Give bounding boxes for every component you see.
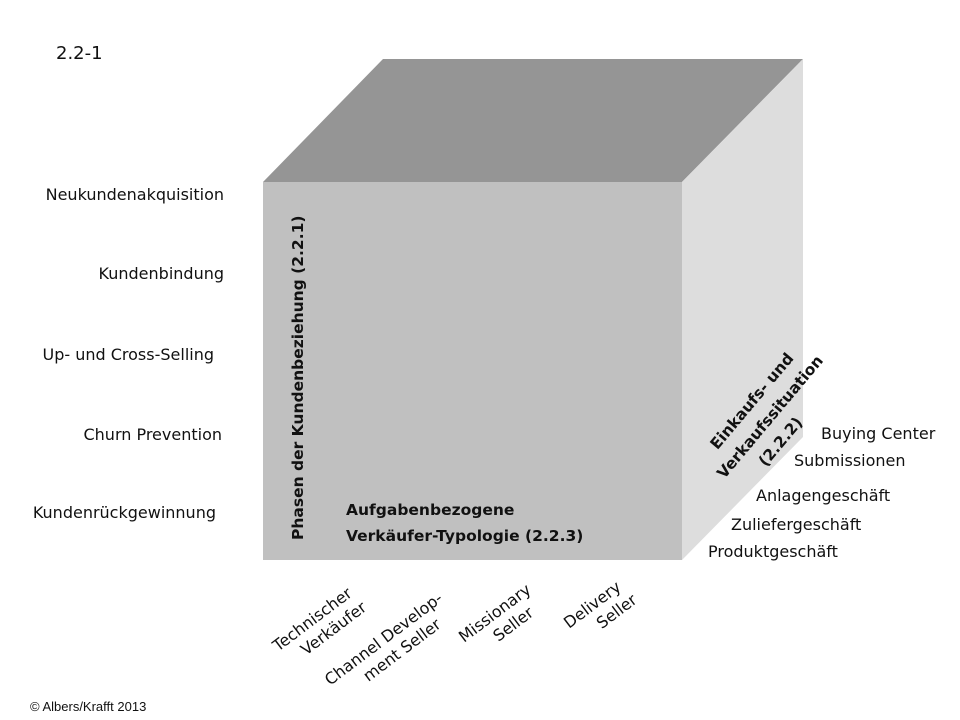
situation-item: Anlagengeschäft <box>756 486 890 505</box>
phases-axis-title: Phasen der Kundenbeziehung (2.2.1) <box>289 216 307 540</box>
seller-types-title-line: Verkäufer-Typologie (2.2.3) <box>346 527 583 545</box>
situation-item: Produktgeschäft <box>708 542 838 561</box>
phase-item: Up- und Cross-Selling <box>42 345 214 364</box>
cube-top-face <box>263 59 803 182</box>
situation-item: Zuliefergeschäft <box>731 515 861 534</box>
phase-item: Churn Prevention <box>83 425 222 444</box>
phase-item: Kundenbindung <box>99 264 224 283</box>
situation-item: Buying Center <box>821 424 936 443</box>
seller-types-axis-items: Technischer Verkäufer Channel Develop- m… <box>268 577 641 689</box>
cube-front-face <box>263 182 682 560</box>
copyright: © Albers/Krafft 2013 <box>30 699 146 714</box>
situations-axis-items: Buying Center Submissionen Anlagengeschä… <box>708 424 936 561</box>
cube-side-face <box>682 59 803 560</box>
figure-number: 2.2-1 <box>56 43 103 64</box>
phase-item: Neukundenakquisition <box>46 185 224 204</box>
seller-types-axis-title: Aufgabenbezogene Verkäufer-Typologie (2.… <box>346 501 583 545</box>
phase-item: Kundenrückgewinnung <box>33 503 216 522</box>
seller-types-title-line: Aufgabenbezogene <box>346 501 514 519</box>
situation-item: Submissionen <box>794 451 906 470</box>
phases-axis-items: Neukundenakquisition Kundenbindung Up- u… <box>33 185 224 522</box>
